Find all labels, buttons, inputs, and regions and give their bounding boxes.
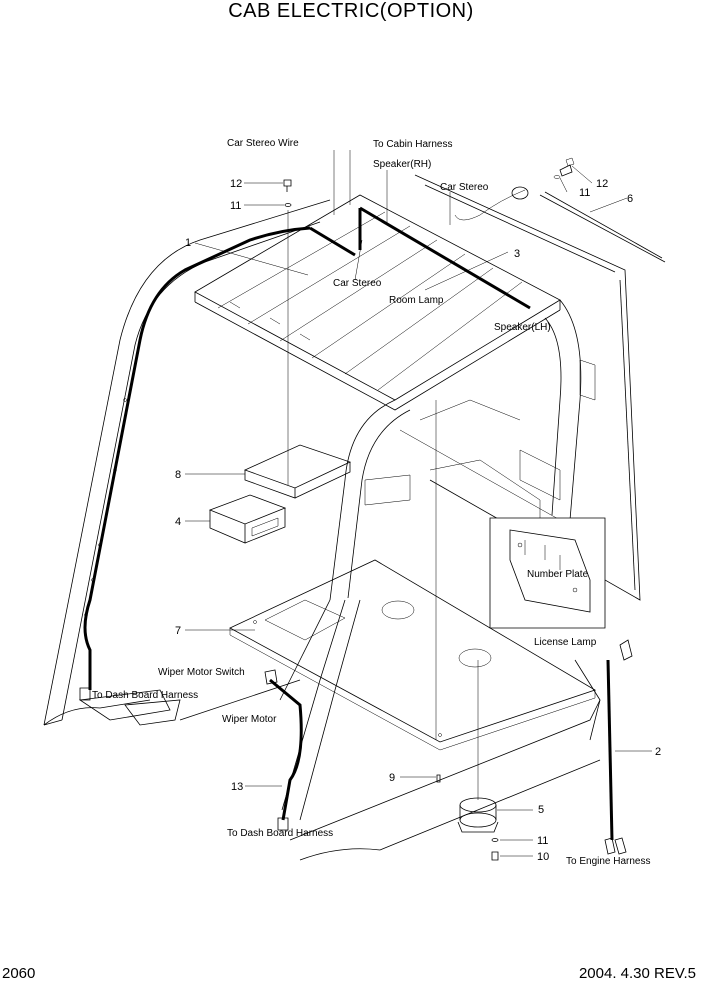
buzzer: [457, 797, 499, 833]
label-to-dash-board-harness-2: To Dash Board Harness: [227, 828, 333, 839]
revision-date: 2004. 4.30 REV.5: [578, 965, 696, 982]
label-wiper-motor: Wiper Motor: [222, 714, 277, 725]
label-speaker-lh: Speaker(LH): [494, 322, 551, 333]
car-stereo-unit: [208, 494, 287, 544]
callout-8: 8: [175, 469, 181, 481]
callout-7: 7: [175, 625, 181, 637]
wiper-harness: [79, 669, 303, 831]
callout-3: 3: [514, 248, 520, 260]
callout-9: 9: [389, 772, 395, 784]
label-car-stereo-wire: Car Stereo Wire: [227, 138, 299, 149]
callout-12-left: 12: [230, 178, 242, 190]
label-to-cabin-harness: To Cabin Harness: [373, 139, 452, 150]
label-to-engine-harness: To Engine Harness: [566, 856, 651, 867]
callout-11-right: 11: [579, 187, 590, 199]
license-lamp-harness: [604, 639, 633, 855]
callout-13: 13: [231, 781, 243, 793]
label-room-lamp: Room Lamp: [389, 295, 444, 306]
floor-plate: [229, 559, 596, 751]
harness-1: [83, 206, 531, 690]
callout-10: 10: [537, 851, 549, 863]
page-title: CAB ELECTRIC(OPTION): [228, 0, 474, 22]
callout-11-left: 11: [230, 200, 241, 212]
callout-2: 2: [655, 746, 661, 758]
callout-5: 5: [538, 804, 544, 816]
label-wiper-motor-switch: Wiper Motor Switch: [158, 667, 245, 678]
callout-11-bottom: 11: [537, 835, 548, 847]
label-number-plate: Number Plate: [527, 569, 589, 580]
callout-1: 1: [185, 237, 191, 249]
callout-12-right: 12: [596, 178, 608, 190]
antenna: [454, 164, 666, 263]
label-car-stereo-top: Car Stereo: [440, 182, 489, 193]
hardware: [283, 157, 575, 861]
callout-4: 4: [175, 516, 181, 528]
cab-frame: [43, 174, 641, 861]
label-license-lamp: License Lamp: [534, 637, 597, 648]
license-plate-detail: [489, 517, 606, 629]
page-number: 2060: [2, 965, 36, 982]
label-car-stereo-mid: Car Stereo: [333, 278, 382, 289]
label-to-dash-board-harness-1: To Dash Board Harness: [92, 690, 198, 701]
callout-6: 6: [627, 193, 633, 205]
leader-lines: [185, 150, 652, 857]
stereo-bracket: [243, 444, 352, 499]
label-speaker-rh: Speaker(RH): [373, 159, 431, 170]
